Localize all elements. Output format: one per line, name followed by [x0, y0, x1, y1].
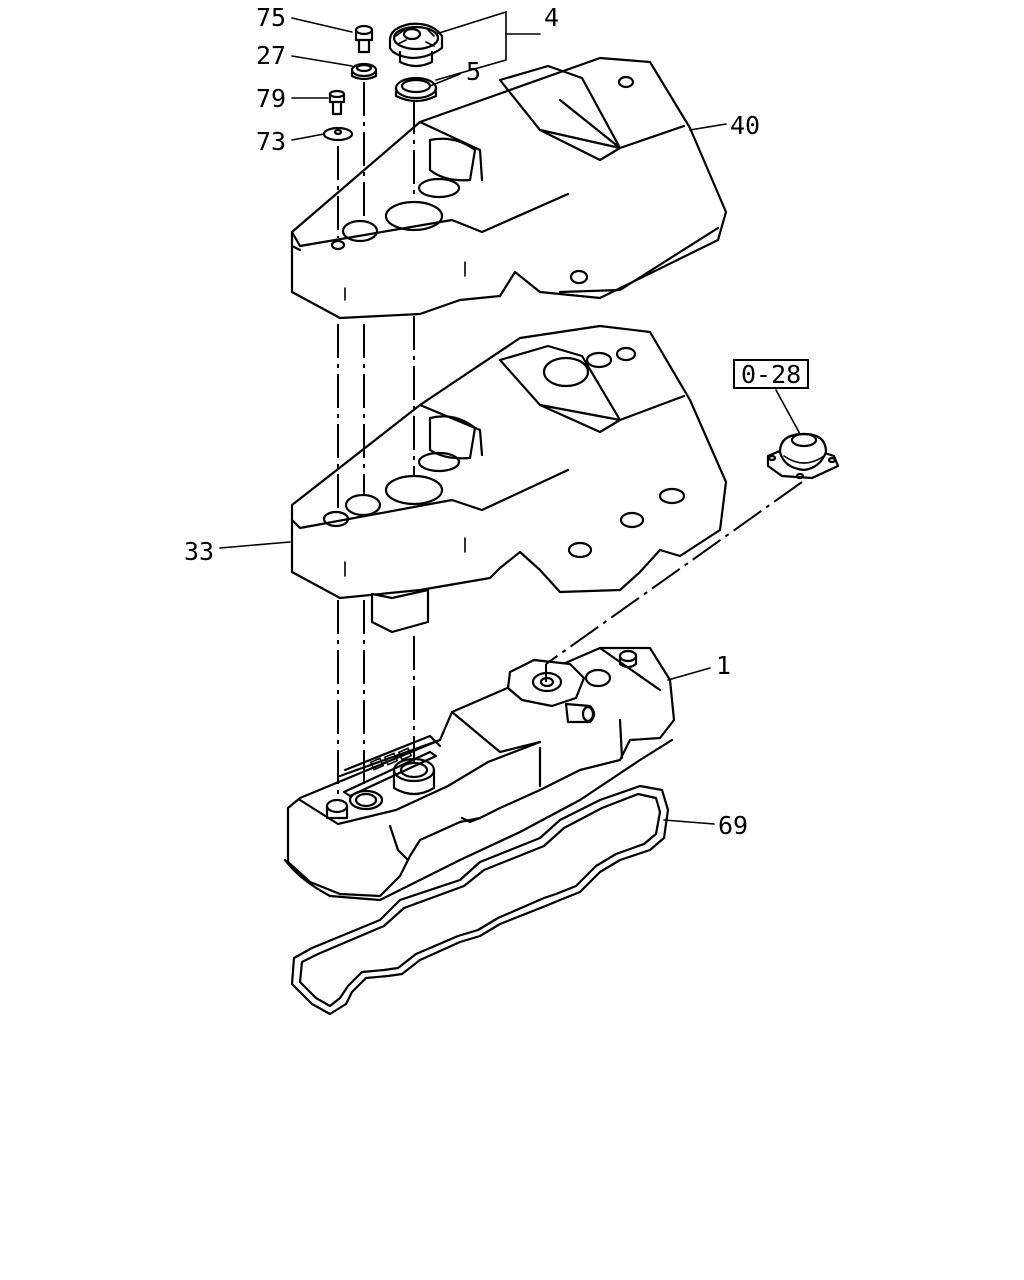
callout-4: 4: [544, 3, 559, 32]
callout-73: 73: [256, 127, 286, 156]
part-4-oil-filler-cap: [388, 22, 444, 68]
callout-labels: 75 27 79 73 4 5 40 0-28 33 1 69: [184, 3, 809, 840]
part-40-upper-cover: [290, 56, 728, 320]
pcv-valve-part: [766, 432, 840, 480]
part-79-bolt: [328, 89, 346, 116]
part-73-washer: [322, 126, 354, 142]
leader-lines: [219, 10, 801, 825]
callout-79: 79: [256, 84, 286, 113]
part-5-o-ring: [394, 76, 438, 103]
ref-label: 0-28: [741, 360, 801, 389]
part-69-gasket: [290, 784, 670, 1016]
part-27-washer: [350, 62, 378, 81]
ref-box: [733, 359, 809, 389]
part-75-bolt: [354, 24, 374, 54]
callout-33: 33: [184, 537, 214, 566]
callout-75: 75: [256, 3, 286, 32]
callout-5: 5: [466, 57, 481, 86]
callout-27: 27: [256, 41, 286, 70]
callout-1: 1: [716, 651, 731, 680]
part-1-head-cover: [283, 646, 676, 902]
callout-40: 40: [730, 111, 760, 140]
part-33-lower-cover: [290, 324, 728, 634]
assembly-center-lines: [337, 82, 803, 800]
callout-69: 69: [718, 811, 748, 840]
